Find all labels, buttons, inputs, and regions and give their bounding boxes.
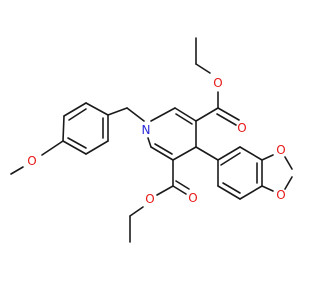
bond-ring-a-1	[62, 115, 65, 142]
bond-ring-a-6	[62, 140, 87, 155]
bond-dioxole-1	[261, 154, 274, 161]
bond-dhp-c6-n	[147, 137, 152, 148]
atom-o-methoxy: O	[27, 154, 36, 168]
bond-ester2-c-o-double	[172, 185, 187, 195]
bonds	[10, 37, 293, 243]
bond-ester2-o-ch2	[129, 206, 144, 217]
molecule-structure: O N O O O O O O	[10, 37, 293, 243]
atom-labels: O N O O O O O O	[27, 76, 285, 206]
bond-dhp-c5-c6	[150, 146, 174, 161]
atom-o-ester1-carbonyl: O	[237, 121, 246, 135]
atom-n1: N	[142, 123, 151, 137]
bond-ester1-c-c	[195, 107, 219, 122]
bond-ester1-c-o-double-b	[216, 113, 237, 126]
bond-ester2-c-o-double-b	[175, 180, 190, 190]
bond-benzyl-1	[107, 107, 128, 116]
bond-ring-a-2b	[68, 108, 87, 121]
bond-dioxole-3	[284, 156, 293, 170]
atom-o-dioxole-2: O	[276, 188, 285, 202]
atom-o-dioxole-1: O	[276, 143, 285, 157]
bond-ring-a-3	[85, 102, 109, 116]
bond-dhp-c2-c3	[174, 107, 197, 122]
atom-o-ester2-carbonyl: O	[188, 191, 197, 205]
bond-dhp-c2-c3b	[175, 113, 193, 125]
bond-ester2-c-o	[156, 185, 174, 196]
bond-dioxole-2	[261, 185, 274, 192]
bond-ring-b-4	[239, 185, 263, 200]
bond-ring-a-2	[63, 102, 87, 117]
bond-ester1-o-ch2	[195, 63, 211, 74]
bond-ring-b-2	[239, 146, 263, 161]
bond-ring-a-6b	[67, 137, 87, 149]
bond-methyl-o	[10, 166, 24, 175]
bond-dioxole-4	[284, 176, 293, 190]
bond-benzyl-2	[126, 107, 145, 122]
bond-dhp-aryl	[195, 146, 219, 161]
bond-ring-b-5b	[222, 182, 241, 194]
bond-ester1-c-o-double	[217, 107, 240, 121]
bond-ring-a-5	[85, 140, 109, 155]
bond-dhp-c4-c5	[172, 146, 197, 161]
atom-o-ester2-ether: O	[145, 192, 154, 206]
bond-dhp-n-c2	[150, 107, 176, 122]
bond-ring-b-1	[217, 146, 241, 161]
atom-o-ester1-ether: O	[213, 76, 222, 90]
bond-methoxy-o-c	[41, 140, 64, 156]
bond-ring-b-5	[217, 185, 241, 200]
bond-dhp-c5-c6b	[154, 143, 173, 155]
bond-ring-b-1b	[220, 152, 241, 166]
